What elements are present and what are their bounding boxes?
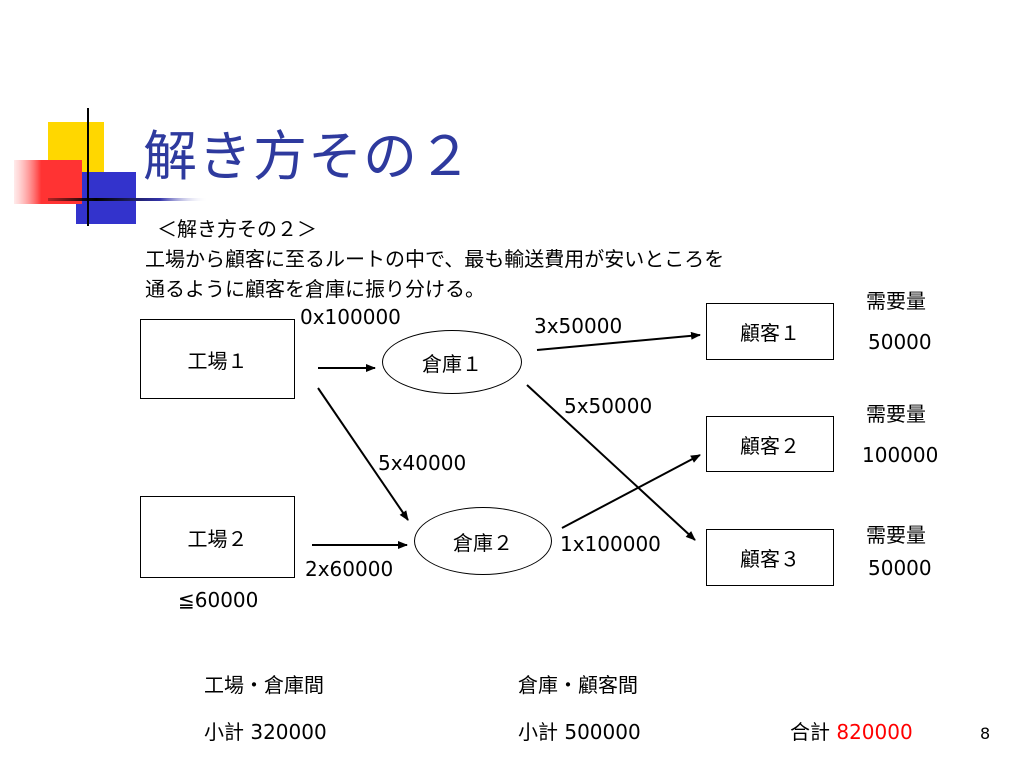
warehouse-customer-subtotal: 小計 500000 [518,720,641,744]
page-number: 8 [980,724,991,743]
description-line-1: 工場から顧客に至るルートの中で、最も輸送費用が安いところを [145,247,725,271]
arrow-warehouse1-customer1 [536,331,701,351]
subtitle: ＜解き方その２＞ [157,217,317,241]
edge-label-factory2-warehouse2: 2x60000 [305,557,394,581]
customer-2-node: 顧客２ [706,416,834,472]
demand-value-1: 50000 [868,330,932,354]
slide-title: 解き方その２ [143,125,473,188]
total-label: 合計 [790,720,830,744]
demand-label-2: 需要量 [866,402,926,426]
total-value: 820000 [836,720,913,744]
demand-label-1: 需要量 [866,289,926,313]
customer-3-node: 顧客３ [706,529,834,586]
warehouse-2-node: 倉庫２ [414,507,552,575]
edge-label-warehouse1-customer3: 5x50000 [564,394,653,418]
deco-red-square [14,160,82,204]
factory-2-capacity: ≦60000 [178,588,259,612]
factory-warehouse-label: 工場・倉庫間 [204,673,324,697]
arrow-warehouse2-customer2 [561,454,701,529]
demand-value-3: 50000 [868,556,932,580]
deco-horizontal-line [48,198,208,201]
customer-1-node: 顧客１ [706,303,834,360]
demand-label-3: 需要量 [866,523,926,547]
arrow-warehouse1-customer3 [526,384,696,541]
factory-1-node: 工場１ [140,319,295,399]
warehouse-1-node: 倉庫１ [382,330,522,394]
description-line-2: 通るように顧客を倉庫に振り分ける。 [145,277,485,301]
demand-value-2: 100000 [862,443,939,467]
edge-label-warehouse2-customer2: 1x100000 [560,532,661,556]
total-line: 合計 820000 [790,716,913,745]
warehouse-customer-label: 倉庫・顧客間 [518,673,638,697]
edge-label-warehouse1-customer1: 3x50000 [534,314,623,338]
edge-label-factory1-warehouse1: 0x100000 [300,305,401,329]
factory-warehouse-subtotal: 小計 320000 [204,720,327,744]
edge-label-factory1-warehouse2: 5x40000 [378,451,467,475]
arrow-factory1-warehouse2 [317,387,409,521]
factory-2-node: 工場２ [140,496,295,578]
